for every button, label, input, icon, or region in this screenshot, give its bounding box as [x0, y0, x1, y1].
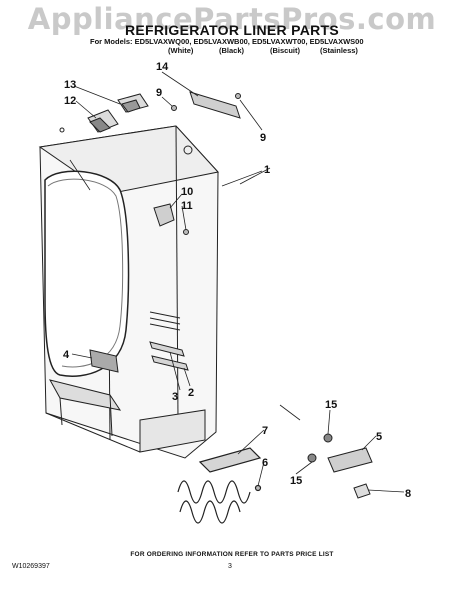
- ordering-note: FOR ORDERING INFORMATION REFER TO PARTS …: [130, 551, 334, 558]
- arrows: [69, 159, 301, 421]
- top-bracket[interactable]: [189, 91, 241, 119]
- page-number: 3: [228, 563, 232, 570]
- leader-lines: [71, 71, 405, 493]
- callout-15b: 15: [290, 475, 302, 487]
- callout-7: 7: [262, 425, 268, 437]
- callout-1: 1: [264, 164, 270, 176]
- color-label-stainless: (Stainless): [320, 46, 358, 55]
- vent-panel[interactable]: [89, 349, 119, 373]
- callout-9b: 9: [260, 132, 266, 144]
- page-title: REFRIGERATOR LINER PARTS: [124, 22, 340, 38]
- document-number: W10269397: [12, 563, 50, 570]
- callout-9: 9: [156, 87, 162, 99]
- screw-9[interactable]: [171, 93, 241, 111]
- callout-10: 10: [181, 186, 193, 198]
- mid-bracket[interactable]: [153, 203, 189, 235]
- refrigerator-liner[interactable]: [38, 125, 219, 459]
- color-label-white: (White): [168, 46, 194, 55]
- color-label-biscuit: (Biscuit): [270, 46, 300, 55]
- callout-11: 11: [181, 200, 193, 212]
- callout-2: 2: [188, 387, 194, 399]
- callout-13: 13: [64, 79, 76, 91]
- fan-housing-assembly[interactable]: [87, 93, 149, 133]
- callout-12: 12: [64, 95, 76, 107]
- callout-15: 15: [325, 399, 337, 411]
- slide-rails[interactable]: [149, 341, 189, 371]
- defrost-heater-coil[interactable]: [177, 447, 262, 524]
- model-list: For Models: ED5LVAXWQ00, ED5LVAXWB00, ED…: [90, 37, 364, 46]
- callout-6: 6: [262, 457, 268, 469]
- callout-14: 14: [156, 61, 169, 73]
- lamp-housing[interactable]: [307, 433, 373, 499]
- watermark: AppliancePartsPros.com: [27, 2, 437, 36]
- callout-5: 5: [376, 431, 382, 443]
- color-label-black: (Black): [219, 46, 245, 55]
- callout-4: 4: [63, 349, 70, 361]
- callout-3: 3: [172, 391, 178, 403]
- callout-8: 8: [405, 488, 411, 500]
